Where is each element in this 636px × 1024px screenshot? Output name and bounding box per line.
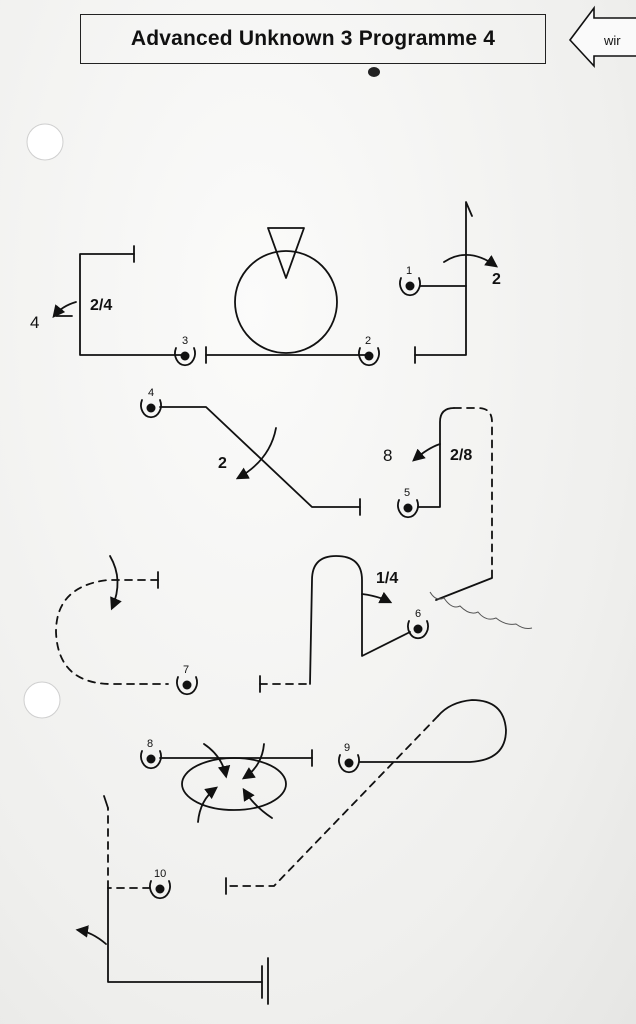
punch-hole-top [26, 123, 64, 161]
marker-5: 5 [397, 487, 419, 519]
fig1-roll-label: 2/4 [90, 297, 112, 314]
page-title: Advanced Unknown 3 Programme 4 [80, 14, 546, 64]
marker-10: 10 [149, 868, 171, 900]
figure-1: 4 2/4 [30, 245, 185, 356]
marker-1: 1 [399, 265, 421, 297]
title-text: Advanced Unknown 3 Programme 4 [130, 27, 496, 50]
punch-hole-bottom [23, 681, 61, 719]
figure-5: 1/4 [259, 555, 411, 693]
svg-text:1: 1 [406, 265, 412, 277]
marker-3: 3 [174, 335, 196, 367]
figure-9 [75, 795, 269, 1005]
marker-9: 9 [338, 742, 360, 774]
svg-text:3: 3 [182, 335, 188, 347]
svg-text:7: 7 [183, 664, 189, 676]
svg-text:10: 10 [154, 868, 166, 880]
marker-2: 2 [358, 335, 380, 367]
svg-text:6: 6 [415, 608, 421, 620]
fig4-roll-label: 2/8 [450, 447, 472, 464]
fig5-roll-label: 1/4 [376, 570, 398, 587]
marker-7: 7 [176, 664, 198, 696]
figure-3: 2 [159, 406, 361, 516]
figure-8 [225, 699, 507, 895]
paper-tear [429, 577, 533, 629]
figure-7 [159, 743, 313, 823]
svg-text:5: 5 [404, 487, 410, 499]
svg-text:4: 4 [148, 387, 154, 399]
next-page-label: wir [603, 33, 621, 48]
svg-text:8: 8 [147, 738, 153, 750]
svg-text:9: 9 [344, 742, 350, 754]
marker-8: 8 [140, 738, 162, 770]
fig1-direction: 4 [30, 313, 39, 332]
marker-4: 4 [140, 387, 162, 419]
fig3-roll-label: 2 [218, 455, 227, 472]
figure-2: 2 [414, 201, 501, 364]
svg-text:2: 2 [365, 335, 371, 347]
fig4-direction: 8 [383, 446, 392, 465]
fig2-roll-label: 2 [492, 271, 501, 288]
figure-loop [205, 227, 369, 364]
marker-6: 6 [407, 608, 429, 640]
next-page-arrow[interactable]: wir [568, 5, 636, 69]
figure-6 [55, 555, 169, 685]
figure-4: 8 2/8 [383, 407, 493, 581]
ink-blot [368, 67, 380, 77]
